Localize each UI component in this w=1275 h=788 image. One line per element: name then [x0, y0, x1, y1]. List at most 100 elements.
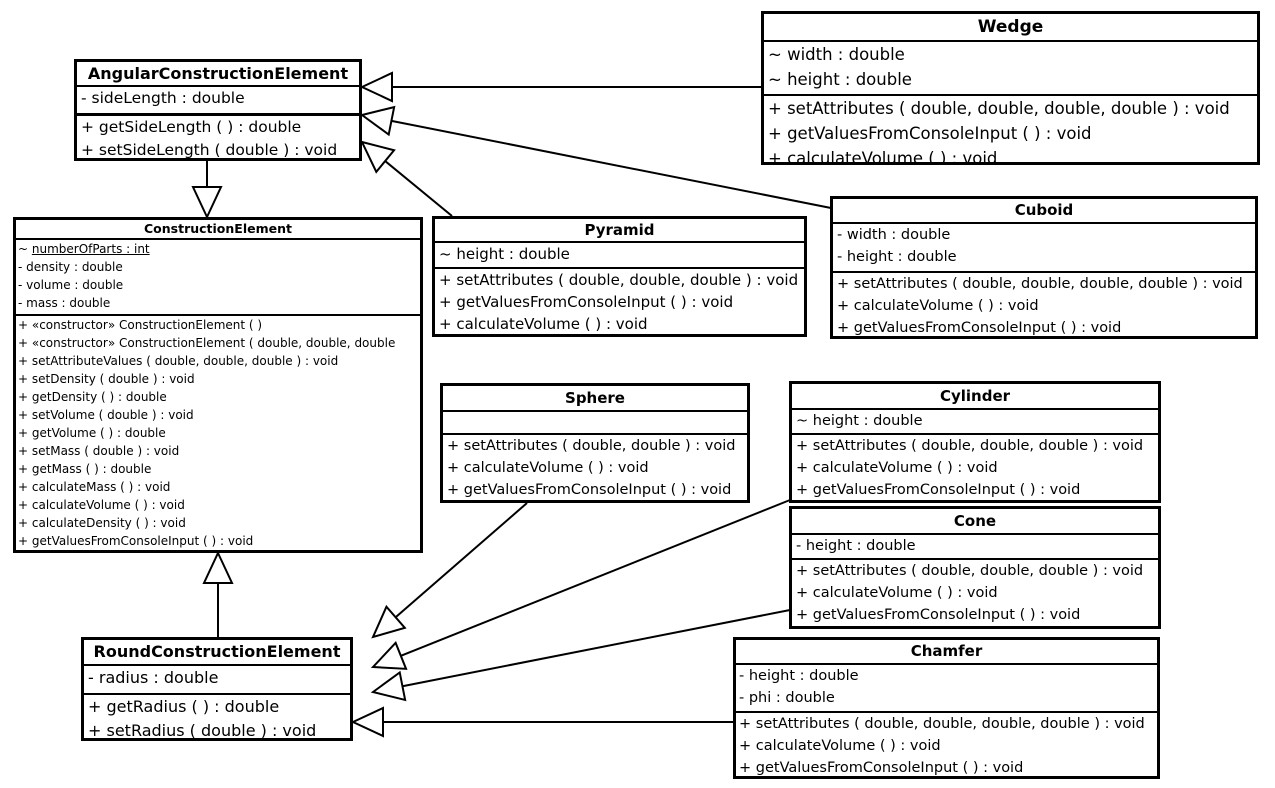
attribute-compartment: ~ width : double ~ height : double	[764, 42, 1257, 96]
operation: + calculateVolume ( ) : void	[447, 460, 649, 476]
generalization-pyramid-to-angular	[360, 140, 453, 217]
attribute: - radius : double	[88, 668, 219, 687]
operation: + setVolume ( double ) : void	[18, 408, 194, 422]
attribute: ~ width : double	[768, 45, 905, 64]
operation: + calculateVolume ( ) : void	[768, 149, 998, 165]
attribute: - height : double	[796, 538, 916, 554]
operation: + calculateVolume ( ) : void	[439, 315, 648, 333]
static-attribute: ~ numberOfParts : int	[16, 240, 420, 258]
class-name: Cuboid	[833, 199, 1255, 224]
attribute: - height : double	[739, 668, 859, 684]
generalization-wedge-to-angular	[359, 71, 761, 103]
generalization-arrowhead	[359, 71, 393, 103]
attribute-compartment: - height : double - phi : double	[736, 665, 1157, 713]
class-cone[interactable]: Cone - height : double + setAttributes (…	[789, 506, 1161, 629]
attribute-compartment: ~ height : double	[435, 243, 804, 269]
operation: + getValuesFromConsoleInput ( ) : void	[447, 482, 732, 498]
attribute: - width : double	[837, 227, 951, 243]
class-name: Chamfer	[736, 640, 1157, 665]
class-name: Wedge	[764, 14, 1257, 42]
class-pyramid[interactable]: Pyramid ~ height : double + setAttribute…	[432, 216, 807, 337]
class-cylinder[interactable]: Cylinder ~ height : double + setAttribut…	[789, 381, 1161, 503]
operation: + calculateVolume ( ) : void	[18, 498, 185, 512]
operation-compartment: + setAttributes ( double, double, double…	[736, 713, 1157, 776]
generalization-arrowhead	[371, 604, 407, 639]
generalization-angular-to-construction	[191, 161, 223, 220]
class-name: Pyramid	[435, 219, 804, 243]
operation: + getVolume ( ) : double	[18, 426, 166, 440]
attribute: - height : double	[837, 249, 957, 265]
class-round-construction-element[interactable]: RoundConstructionElement - radius : doub…	[81, 637, 353, 741]
generalization-arrowhead	[370, 670, 407, 702]
edge-line	[400, 499, 791, 657]
class-name: ConstructionElement	[16, 220, 420, 240]
operation-compartment: + setAttributes ( double, double ) : voi…	[443, 435, 747, 500]
operation-compartment: + setAttributes ( double, double, double…	[833, 273, 1255, 336]
attribute: - phi : double	[739, 690, 835, 706]
attribute-compartment: - sideLength : double	[77, 87, 359, 116]
edge-line	[402, 609, 791, 688]
class-name: Cylinder	[792, 384, 1158, 410]
attribute-compartment: - radius : double	[84, 666, 350, 695]
class-cuboid[interactable]: Cuboid - width : double - height : doubl…	[830, 196, 1258, 339]
operation: + setMass ( double ) : void	[18, 444, 180, 458]
edge-line	[391, 119, 832, 209]
operation-compartment: + getSideLength ( ) : double + setSideLe…	[77, 116, 359, 158]
operation: + getValuesFromConsoleInput ( ) : void	[837, 320, 1122, 336]
operation-compartment: + setAttributes ( double, double, double…	[764, 96, 1257, 165]
operation: + calculateMass ( ) : void	[18, 480, 171, 494]
operation: + setRadius ( double ) : void	[88, 721, 317, 740]
attribute: ~ height : double	[796, 413, 923, 429]
operation-compartment: + setAttributes ( double, double, double…	[792, 435, 1158, 500]
operation: + setAttributes ( double, double ) : voi…	[447, 438, 736, 454]
operation: + setAttributes ( double, double, double…	[768, 99, 1230, 118]
generalization-arrowhead	[359, 105, 396, 137]
class-name: Sphere	[443, 386, 747, 412]
generalization-chamfer-to-round	[350, 706, 733, 738]
class-name: Cone	[792, 509, 1158, 535]
generalization-arrowhead	[202, 550, 234, 584]
attribute-compartment: ~ numberOfParts : int - density : double…	[16, 240, 420, 316]
operation: + getMass ( ) : double	[18, 462, 152, 476]
attribute: - sideLength : double	[81, 89, 245, 107]
edge-line	[394, 502, 528, 619]
generalization-arrowhead	[191, 186, 223, 220]
static-attribute-text: numberOfParts : int	[31, 242, 150, 256]
operation: + setAttributes ( double, double, double…	[739, 716, 1145, 732]
generalization-sphere-to-round	[371, 502, 528, 639]
operation: + «constructor» ConstructionElement ( )	[18, 318, 263, 332]
generalization-arrowhead	[370, 641, 408, 670]
generalization-round-to-construction	[202, 550, 234, 637]
attribute-compartment: ~ height : double	[792, 410, 1158, 435]
class-construction-element[interactable]: ConstructionElement ~ numberOfParts : in…	[13, 217, 423, 553]
operation: + getValuesFromConsoleInput ( ) : void	[18, 534, 254, 548]
operation: + getValuesFromConsoleInput ( ) : void	[796, 607, 1081, 623]
attribute: - mass : double	[18, 296, 111, 310]
generalization-arrowhead	[350, 706, 384, 738]
attribute: - density : double	[18, 260, 123, 274]
class-angular-construction-element[interactable]: AngularConstructionElement - sideLength …	[74, 59, 362, 161]
generalization-arrowhead	[360, 140, 396, 174]
operation: + calculateVolume ( ) : void	[796, 585, 998, 601]
operation: + setAttributes ( double, double, double…	[439, 271, 799, 289]
visibility-marker: ~	[18, 242, 32, 256]
attribute: ~ height : double	[439, 245, 570, 263]
operation: + calculateVolume ( ) : void	[796, 460, 998, 476]
operation: + setAttributeValues ( double, double, d…	[18, 354, 339, 368]
operation: + calculateVolume ( ) : void	[739, 738, 941, 754]
class-wedge[interactable]: Wedge ~ width : double ~ height : double…	[761, 11, 1260, 165]
class-sphere[interactable]: Sphere + setAttributes ( double, double …	[440, 383, 750, 503]
edge-line	[384, 160, 453, 217]
operation: + «constructor» ConstructionElement ( do…	[18, 336, 396, 350]
operation-compartment: + setAttributes ( double, double, double…	[435, 269, 804, 334]
operation: + calculateVolume ( ) : void	[837, 298, 1039, 314]
operation: + getValuesFromConsoleInput ( ) : void	[768, 124, 1092, 143]
class-chamfer[interactable]: Chamfer - height : double - phi : double…	[733, 637, 1160, 779]
attribute-compartment: - width : double - height : double	[833, 224, 1255, 273]
operation: + getDensity ( ) : double	[18, 390, 167, 404]
generalization-cylinder-to-round	[370, 499, 791, 670]
class-name: RoundConstructionElement	[84, 640, 350, 666]
operation-compartment: + «constructor» ConstructionElement ( ) …	[16, 316, 420, 550]
generalization-cone-to-round	[370, 609, 791, 702]
